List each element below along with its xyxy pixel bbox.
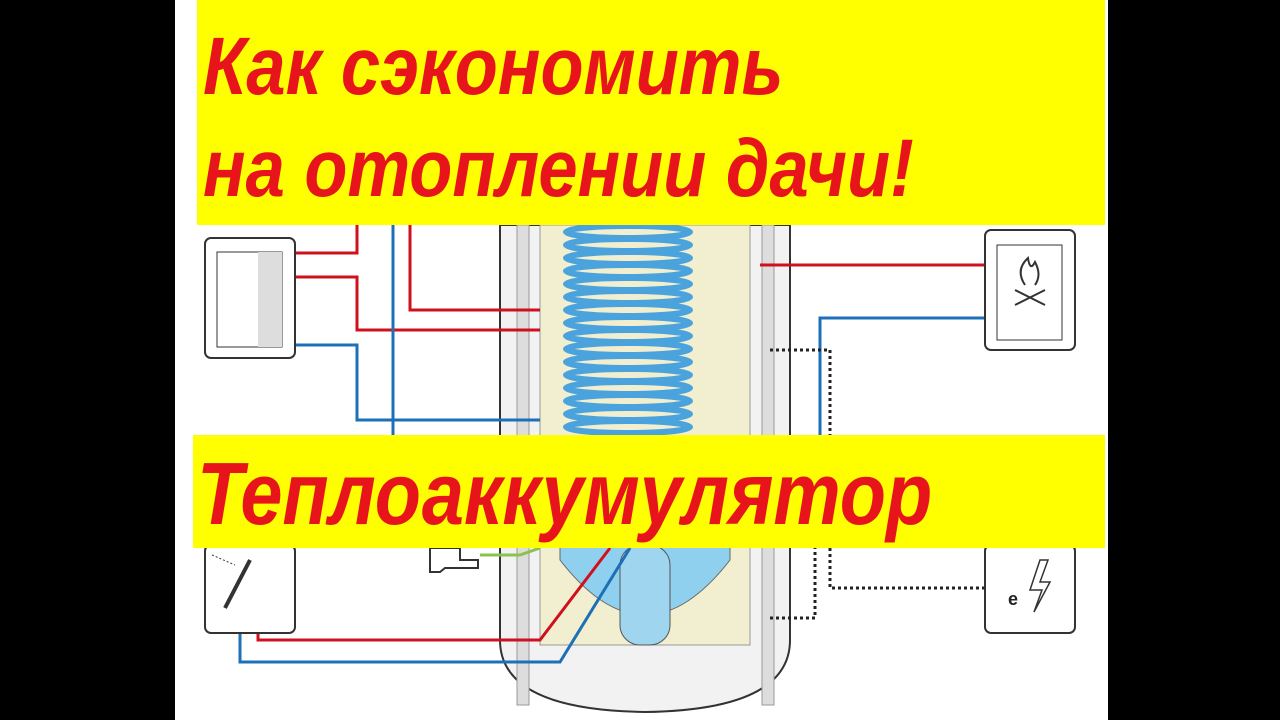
cold-pipe [818, 316, 985, 435]
faucet-icon [429, 547, 479, 573]
solar-collector-icon [204, 544, 296, 634]
electric-heater-icon: e [984, 544, 1076, 634]
fireplace-icon [984, 229, 1076, 351]
heat-pump-unit-icon [204, 237, 296, 359]
hot-pipe [295, 225, 359, 255]
hot-pipe [408, 225, 540, 312]
coil-turn [563, 418, 693, 436]
heat-exchanger-coil [563, 223, 693, 436]
title-banner: Как сэкономить на отоплении дачи! [197, 0, 1105, 225]
electric-wire [770, 348, 985, 590]
electric-label: e [1008, 589, 1018, 609]
hot-pipe [295, 275, 540, 332]
cold-pipe [295, 343, 540, 422]
subtitle-banner: Теплоаккумулятор [193, 435, 1105, 548]
subtitle: Теплоаккумулятор [197, 444, 933, 543]
title-line-2: на отоплении дачи! [203, 123, 914, 214]
title-line-1: Как сэкономить [203, 21, 784, 112]
